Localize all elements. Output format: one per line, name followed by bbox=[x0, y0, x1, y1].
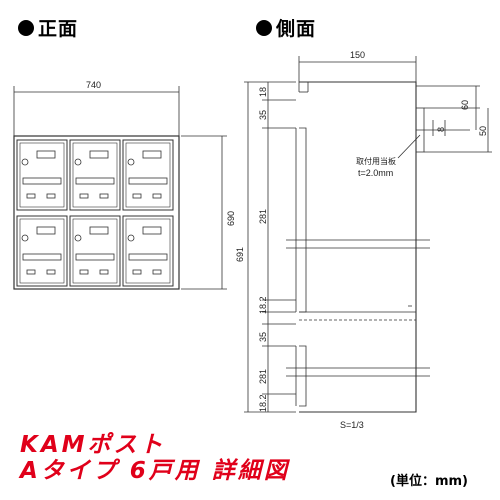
side-view-heading: 側面 bbox=[256, 14, 316, 41]
side-total-height-label: 691 bbox=[235, 246, 245, 262]
bracket-leader-line bbox=[397, 134, 421, 159]
front-cabinet-outline bbox=[13, 135, 180, 290]
bracket-thickness-label: t=2.0mm bbox=[358, 168, 394, 178]
title-line-1: KAMポスト bbox=[20, 432, 166, 458]
bullet-icon bbox=[256, 20, 272, 36]
side-dim-label: 281 bbox=[258, 208, 268, 224]
mailbox-door bbox=[122, 215, 174, 287]
side-dim-label: 35 bbox=[258, 109, 268, 120]
mailbox-door bbox=[122, 139, 174, 211]
bracket-label: 取付用当板 bbox=[356, 157, 396, 166]
scale-label: S=1/3 bbox=[340, 420, 364, 430]
front-height-label: 690 bbox=[226, 210, 236, 226]
mailbox-door bbox=[16, 139, 68, 211]
bracket-dim-label: 50 bbox=[478, 125, 488, 136]
side-dim-label: 281 bbox=[258, 368, 268, 384]
mailbox-door bbox=[69, 139, 121, 211]
bullet-icon bbox=[18, 20, 34, 36]
unit-label: (単位：mm) bbox=[390, 474, 468, 489]
title-line-2: Aタイプ 6戸用 詳細図 bbox=[20, 458, 290, 484]
side-dim-label: 18 bbox=[258, 86, 268, 97]
bracket-dim-label: 60 bbox=[460, 99, 470, 110]
mailbox-door bbox=[16, 215, 68, 287]
front-width-label: 740 bbox=[86, 80, 102, 90]
bracket-dim-label: 8 bbox=[436, 126, 446, 132]
side-body-outline bbox=[299, 81, 417, 413]
front-view-heading: 正面 bbox=[18, 14, 78, 41]
side-view-heading-text: 側面 bbox=[276, 18, 317, 40]
side-dim-label: 35 bbox=[258, 331, 268, 342]
mailbox-door bbox=[69, 215, 121, 287]
side-depth-label: 150 bbox=[350, 50, 366, 60]
front-view-heading-text: 正面 bbox=[38, 18, 79, 40]
side-dim-label: 18.2 bbox=[258, 296, 268, 314]
side-dim-label: 18.2 bbox=[258, 394, 268, 412]
